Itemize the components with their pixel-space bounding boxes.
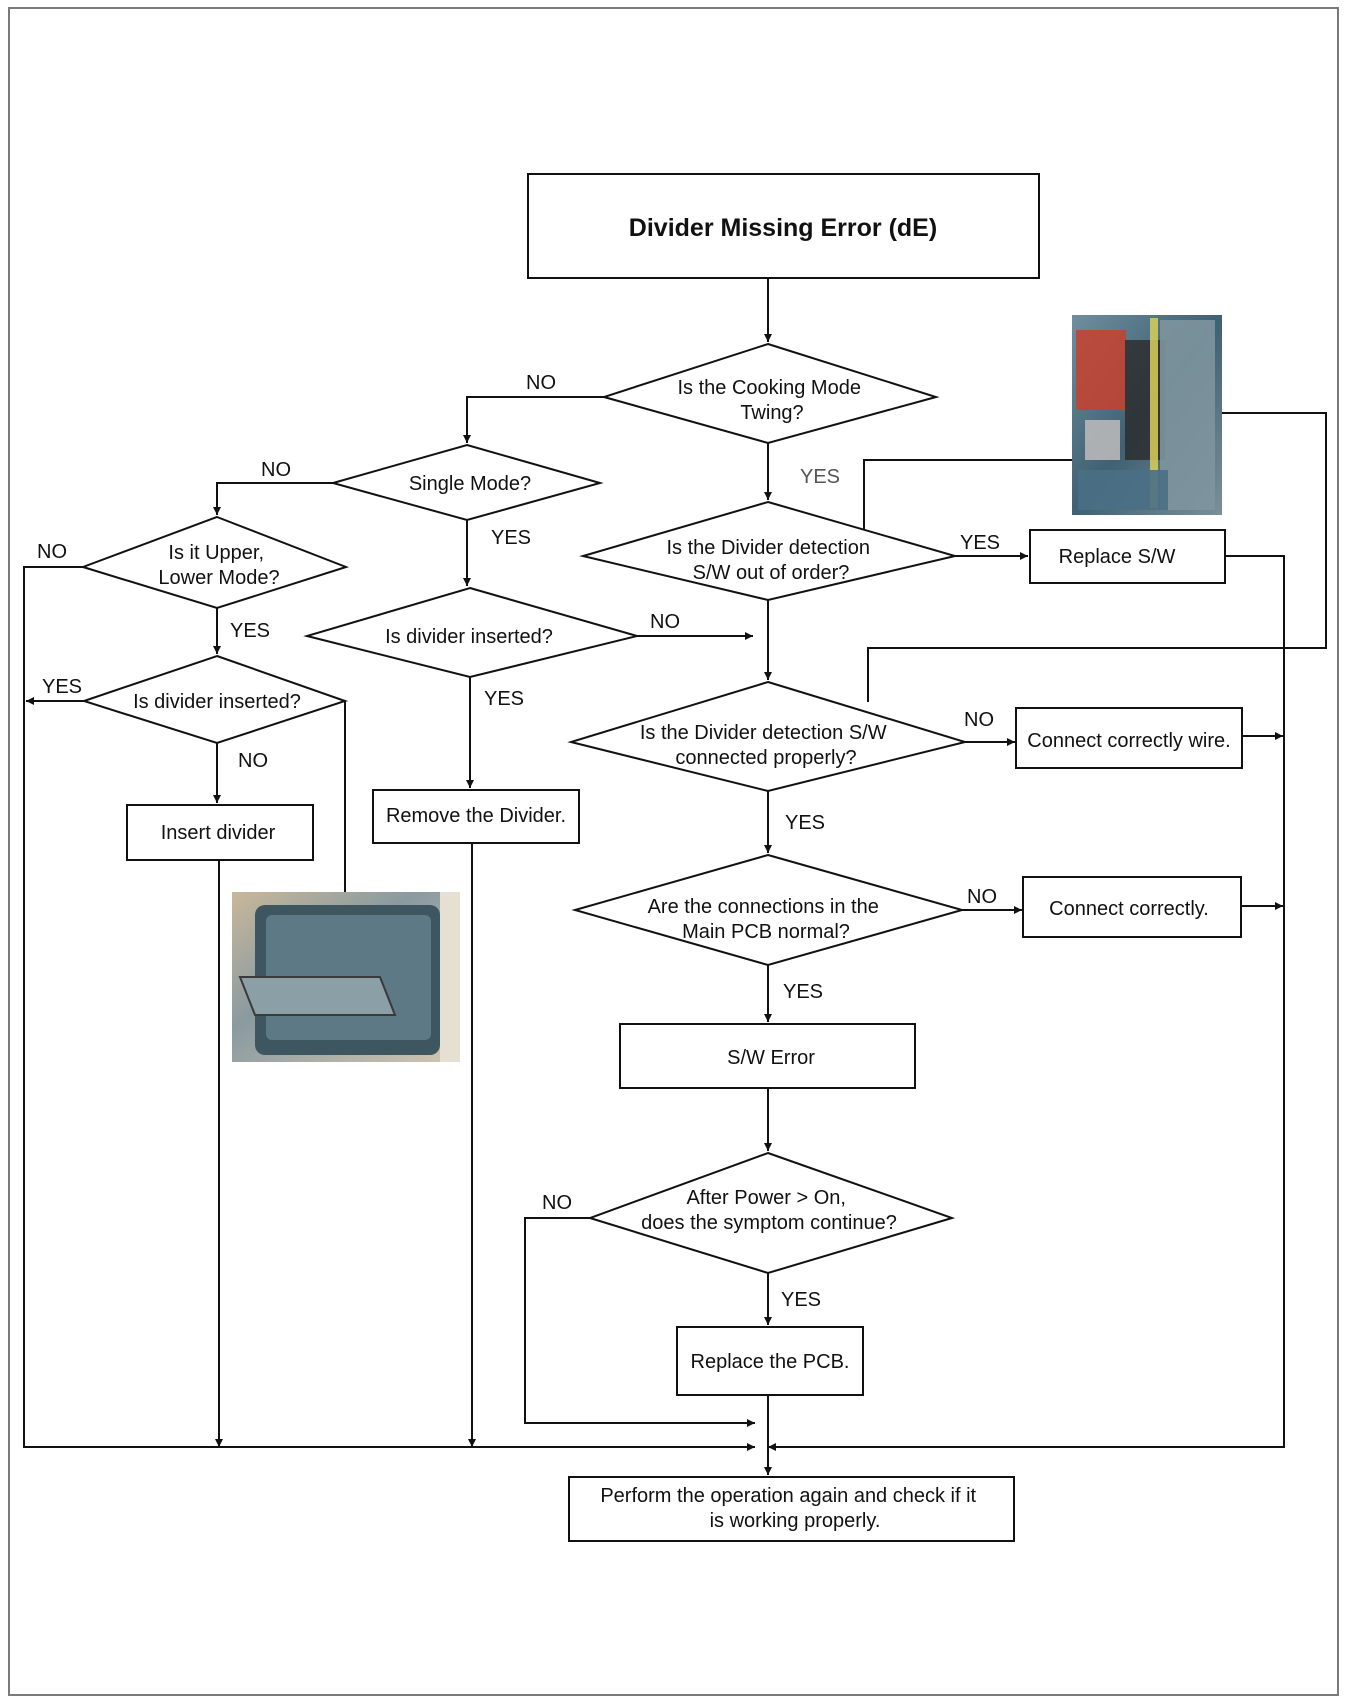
label-no-single: NO bbox=[261, 459, 291, 481]
label-yes-cooking: YES bbox=[800, 466, 840, 488]
decision-divider-inserted-single-text: Is divider inserted? bbox=[385, 626, 553, 648]
title-box bbox=[527, 173, 1040, 279]
action-insert-divider bbox=[126, 804, 314, 861]
decision-pcb-connections-text: Are the connections in the Main PCB norm… bbox=[648, 896, 885, 943]
decision-upper-lower bbox=[79, 515, 350, 610]
label-yes-single-inserted: YES bbox=[484, 688, 524, 710]
action-connect-correctly-text: Connect correctly. bbox=[1049, 898, 1209, 920]
decision-pcb-connections bbox=[571, 853, 966, 967]
decision-sw-connected-text: Is the Divider detection S/W connected p… bbox=[640, 722, 892, 769]
label-yes-single: YES bbox=[491, 527, 531, 549]
label-no-sw-connected: NO bbox=[964, 709, 994, 731]
label-no-pcb: NO bbox=[967, 886, 997, 908]
label-yes-upper: YES bbox=[230, 620, 270, 642]
decision-divider-inserted-ul-text: Is divider inserted? bbox=[133, 691, 301, 713]
action-replace-sw bbox=[1029, 529, 1226, 584]
decision-power-on-text: After Power > On, does the symptom conti… bbox=[641, 1187, 897, 1234]
action-remove-divider-text: Remove the Divider. bbox=[386, 805, 566, 827]
label-yes-ul-inserted: YES bbox=[42, 676, 82, 698]
action-sw-error-text: S/W Error bbox=[727, 1047, 815, 1069]
label-no-single-inserted: NO bbox=[650, 611, 680, 633]
label-yes-power: YES bbox=[781, 1289, 821, 1311]
action-remove-divider bbox=[372, 789, 580, 844]
action-sw-error bbox=[619, 1023, 916, 1089]
action-perform-again-text: Perform the operation again and check if… bbox=[600, 1485, 981, 1532]
label-yes-sw-out: YES bbox=[960, 532, 1000, 554]
action-perform-again bbox=[568, 1476, 1015, 1542]
decision-cooking-mode bbox=[600, 342, 940, 445]
action-replace-pcb bbox=[676, 1326, 864, 1396]
diagram-title: Divider Missing Error (dE) bbox=[629, 214, 937, 242]
decision-sw-out-of-order bbox=[579, 500, 959, 602]
action-insert-divider-text: Insert divider bbox=[161, 822, 276, 844]
label-no-upper: NO bbox=[37, 541, 67, 563]
decision-sw-connected bbox=[567, 680, 969, 793]
label-yes-pcb: YES bbox=[783, 981, 823, 1003]
oven-divider-photo bbox=[232, 892, 460, 1062]
decision-sw-out-of-order-text: Is the Divider detection S/W out of orde… bbox=[667, 537, 876, 584]
switch-photo bbox=[1072, 315, 1222, 515]
decision-single-mode bbox=[329, 443, 604, 522]
decision-cooking-mode-text: Is the Cooking Mode Twing? bbox=[678, 377, 867, 424]
action-connect-wire-text: Connect correctly wire. bbox=[1027, 730, 1230, 752]
decision-upper-lower-text: Is it Upper, Lower Mode? bbox=[158, 542, 279, 589]
label-no-power: NO bbox=[542, 1192, 572, 1214]
action-connect-wire bbox=[1015, 707, 1243, 769]
decision-power-on bbox=[586, 1151, 956, 1275]
decision-divider-inserted-single bbox=[303, 586, 641, 679]
label-no-cooking: NO bbox=[526, 372, 556, 394]
connectors bbox=[23, 278, 1327, 1475]
decision-divider-inserted-ul bbox=[80, 654, 349, 745]
action-replace-sw-text: Replace S/W bbox=[1059, 546, 1176, 568]
decision-single-mode-text: Single Mode? bbox=[409, 473, 531, 495]
action-connect-correctly bbox=[1022, 876, 1242, 938]
label-no-ul-inserted: NO bbox=[238, 750, 268, 772]
action-replace-pcb-text: Replace the PCB. bbox=[691, 1351, 850, 1373]
label-yes-sw-connected: YES bbox=[785, 812, 825, 834]
